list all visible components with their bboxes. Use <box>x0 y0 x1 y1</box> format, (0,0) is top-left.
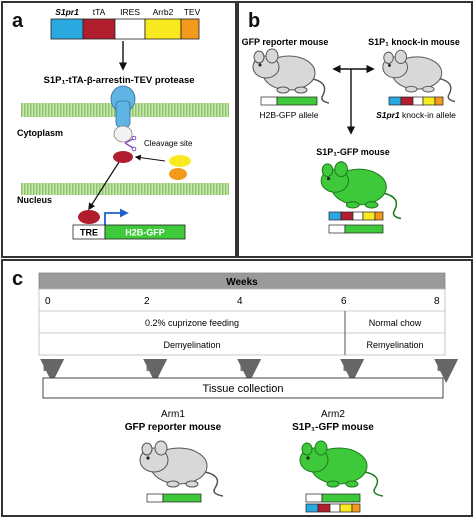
tta-bound <box>78 210 100 224</box>
gray-mouse-icon <box>252 48 330 104</box>
green-mouse-icon <box>320 161 402 220</box>
ires-label: IRES <box>120 7 140 17</box>
s1pr1-segment <box>50 18 84 40</box>
nuclear-import-arrow <box>88 161 120 211</box>
construct-bar: S1pr1 tTA IRES Arrb2 TEV <box>50 7 201 40</box>
arrestin-protein <box>169 155 191 167</box>
panel-a-label: a <box>12 10 24 32</box>
panel-b: b GFP reporter mouse S1P₁ knock-in mouse <box>237 1 473 258</box>
week-tick-2: 2 <box>144 296 150 307</box>
panel-b-label: b <box>248 10 261 32</box>
panel-a-diagram: S1pr1 tTA IRES Arrb2 TEV S1P₁-tTA-β-arre… <box>17 7 229 240</box>
week-tick-4: 4 <box>237 296 243 307</box>
tev-to-site-arrow <box>134 154 166 162</box>
week-tick-8: 8 <box>434 296 440 307</box>
arrb2-label: Arrb2 <box>153 7 174 17</box>
remyelination-label: Remyelination <box>366 340 423 350</box>
tissue-collection-box <box>42 377 444 399</box>
receptor-icon <box>110 85 136 143</box>
tev-segment <box>180 18 200 40</box>
tissue-collection-label: Tissue collection <box>203 383 284 395</box>
nucleus-label: Nucleus <box>17 195 52 205</box>
h2b-gfp-allele-bar <box>260 96 318 106</box>
cuprizone-label: 0.2% cuprizone feeding <box>145 318 239 328</box>
tta-label: tTA <box>93 7 106 17</box>
tre-label: TRE <box>80 228 98 238</box>
demyelination-label: Demyelination <box>163 340 220 350</box>
scissors-icon <box>124 135 137 152</box>
cleavage-site-label: Cleavage site <box>144 139 193 148</box>
s1pr1-label: S1pr1 <box>55 7 79 17</box>
arm1-mouse-icon <box>139 440 224 497</box>
panel-b-diagram: GFP reporter mouse S1P₁ knock-in mouse H… <box>242 37 460 234</box>
ires-segment <box>114 18 146 40</box>
h2b-gfp-box <box>104 224 186 240</box>
transcription-arrow <box>104 208 129 226</box>
collection-arrows <box>40 359 459 383</box>
week-tick-6: 6 <box>341 296 347 307</box>
arm2-label: Arm2 <box>321 409 345 420</box>
week-tick-0: 0 <box>45 296 51 307</box>
gfp-reporter-mouse-label: GFP reporter mouse <box>242 37 329 47</box>
arm1-mouse-label: GFP reporter mouse <box>125 422 222 433</box>
arrb2-segment <box>144 18 182 40</box>
weeks-title: Weeks <box>226 277 258 288</box>
tev-label: TEV <box>184 7 201 17</box>
knockin-mouse-icon <box>382 49 456 103</box>
panel-c: c Weeks <box>1 259 473 517</box>
h2b-gfp-allele-label: H2B-GFP allele <box>260 110 319 120</box>
panel-c-label: c <box>12 268 24 290</box>
arm1-label: Arm1 <box>161 409 185 420</box>
panel-a: a S1pr1 <box>1 1 237 258</box>
nuclear-membrane <box>21 183 229 195</box>
normal-chow-label: Normal chow <box>369 318 422 328</box>
arm2-mouse-label: S1P₁-GFP mouse <box>292 422 374 433</box>
knockin-allele-label: S1pr1 knock-in allele <box>376 110 456 120</box>
h2b-gfp-label: H2B-GFP <box>125 228 165 238</box>
arm2-reporter-allele-bar <box>305 493 361 503</box>
tta-protein <box>113 151 133 163</box>
tta-segment <box>82 18 116 40</box>
knockin-allele-bar <box>388 96 444 106</box>
arm1-allele-bar <box>146 493 202 503</box>
s1p1-gfp-knockin-allele-bar <box>328 211 384 221</box>
protease-title: S1P₁-tTA-β-arrestin-TEV protease <box>43 75 194 86</box>
s1p1-gfp-reporter-allele-bar <box>328 224 384 234</box>
arm2-knockin-allele-bar <box>305 503 361 513</box>
arm2-mouse-icon <box>299 440 384 497</box>
panel-c-diagram: Weeks 0 2 4 6 8 0.2% cuprizone feeding N… <box>38 272 459 513</box>
s1p1-gfp-mouse-label: S1P₁-GFP mouse <box>316 147 390 157</box>
timeline-table <box>38 288 446 356</box>
cytoplasm-label: Cytoplasm <box>17 128 63 138</box>
knockin-mouse-label: S1P₁ knock-in mouse <box>368 37 460 47</box>
tev-protein <box>169 168 187 180</box>
